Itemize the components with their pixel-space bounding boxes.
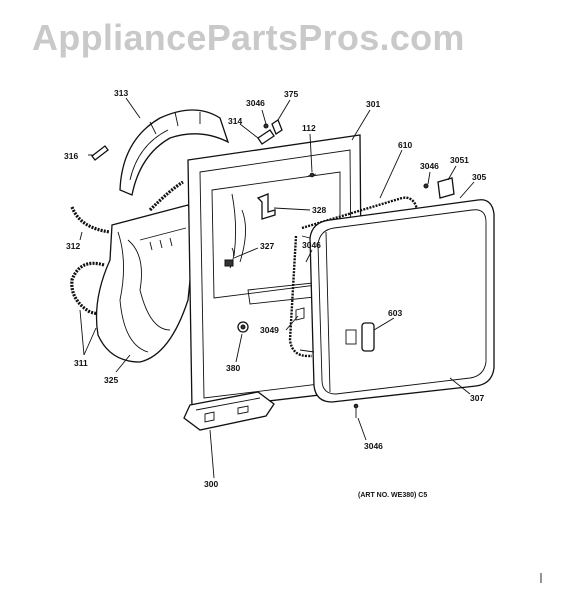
part-328-bracket — [256, 193, 276, 220]
part-325-bulkhead — [95, 204, 197, 363]
part-610-door-gasket — [288, 196, 420, 358]
callout-112: 112 — [302, 123, 316, 133]
part-3049-hinge — [295, 307, 305, 321]
parts-314-375-hardware — [257, 119, 283, 145]
callout-3051: 3051 — [450, 155, 469, 165]
callout-3046-mid: 3046 — [302, 240, 321, 250]
callout-3046-right: 3046 — [420, 161, 439, 171]
part-312-seal — [70, 180, 184, 234]
callout-305: 305 — [472, 172, 486, 182]
part-300-lint-housing — [183, 391, 275, 431]
callout-603: 603 — [388, 308, 402, 318]
callout-328: 328 — [312, 205, 326, 215]
part-380-knob — [237, 321, 249, 333]
callout-325: 325 — [104, 375, 118, 385]
callout-610: 610 — [398, 140, 412, 150]
watermark-logo-text: AppliancePartsPros.com — [32, 17, 465, 58]
part-307-door — [299, 199, 495, 403]
callout-3046-bottom: 3046 — [364, 441, 383, 451]
callout-307: 307 — [470, 393, 484, 403]
part-3046-bottom-screw — [353, 403, 359, 418]
callout-leader-lines — [79, 97, 475, 479]
callout-300: 300 — [204, 479, 218, 489]
callout-375: 375 — [284, 89, 298, 99]
art-number: (ART NO. WE380) C5 — [358, 492, 427, 499]
callout-3046-top: 3046 — [246, 98, 265, 108]
part-316-strip — [91, 145, 109, 161]
callout-327: 327 — [260, 241, 274, 251]
callout-312: 312 — [66, 241, 80, 251]
callout-labels: 313 316 312 311 325 3046 375 314 112 301… — [64, 88, 486, 499]
callout-314: 314 — [228, 116, 242, 126]
part-603-handle — [345, 322, 375, 352]
parts-3051-305-hinge — [423, 177, 455, 199]
callout-316: 316 — [64, 151, 78, 161]
part-327-lever — [224, 247, 235, 269]
callout-380: 380 — [226, 363, 240, 373]
callout-311: 311 — [74, 358, 88, 368]
callout-3049: 3049 — [260, 325, 279, 335]
part-112-screw — [307, 172, 317, 178]
callout-313: 313 — [114, 88, 128, 98]
callout-301: 301 — [366, 99, 380, 109]
part-313-bulkhead-arc — [119, 109, 230, 196]
